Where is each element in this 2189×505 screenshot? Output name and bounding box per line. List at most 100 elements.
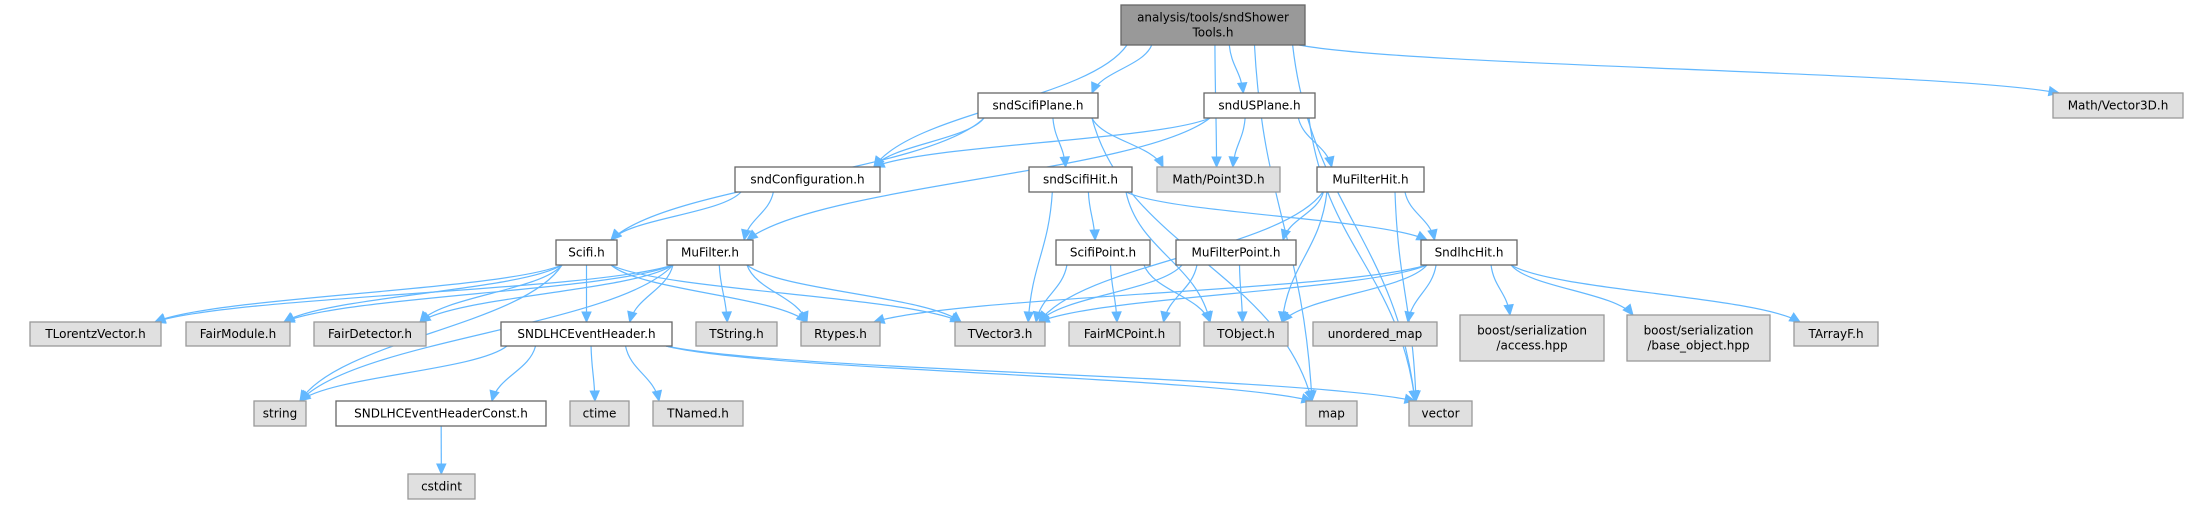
arrowhead-icon xyxy=(1111,311,1122,324)
edge-scifi-to-tlorentzvector xyxy=(153,264,563,323)
edge-line xyxy=(610,264,808,323)
node-sndscifiplane[interactable]: sndScifiPlane.h xyxy=(977,92,1099,119)
edge-sndscifihit-to-tvector3 xyxy=(1023,191,1053,324)
edge-line xyxy=(1281,191,1328,323)
edge-mufilter-to-tvector3 xyxy=(746,264,962,323)
edge-root-to-sndusplane xyxy=(1228,44,1248,95)
edge-line xyxy=(665,345,1416,402)
node-label: map xyxy=(1318,407,1345,421)
edge-sndusplane-to-mufilterhit xyxy=(1297,117,1335,169)
node-label: TArrayF.h xyxy=(1807,327,1863,341)
node-fairmcpoint: FairMCPoint.h xyxy=(1068,321,1181,347)
arrowhead-icon xyxy=(581,311,592,324)
edge-mufilterpoint-to-fairmcpoint xyxy=(1160,264,1198,324)
arrowhead-icon xyxy=(1281,310,1293,323)
edge-line xyxy=(1091,117,1164,168)
node-label: sndScifiHit.h xyxy=(1043,173,1118,187)
node-box xyxy=(500,321,673,347)
node-tstring: TString.h xyxy=(695,321,778,347)
edge-line xyxy=(1125,191,1428,241)
arrowhead-icon xyxy=(1788,312,1802,323)
arrowhead-icon xyxy=(627,310,638,324)
node-scifipoint[interactable]: ScifiPoint.h xyxy=(1055,239,1151,266)
arrowhead-icon xyxy=(1032,310,1044,324)
node-box xyxy=(1316,166,1425,193)
node-box xyxy=(1626,314,1771,362)
node-box xyxy=(1028,166,1133,193)
node-sndlhceventheader[interactable]: SNDLHCEventHeader.h xyxy=(500,321,673,347)
node-box xyxy=(800,321,881,347)
node-mufilter[interactable]: MuFilter.h xyxy=(666,239,754,266)
edge-root-to-sndscifiplane xyxy=(1091,44,1153,95)
node-box xyxy=(695,321,778,347)
edge-sndlhceventheader-to-sndlhceventheaderconst xyxy=(489,345,537,403)
node-box xyxy=(29,321,162,347)
edge-line xyxy=(1027,191,1053,323)
node-box xyxy=(1312,321,1438,347)
node-box xyxy=(652,400,744,427)
node-box xyxy=(666,239,754,266)
arrowhead-icon xyxy=(1059,156,1070,169)
arrowhead-icon xyxy=(949,311,962,323)
node-box xyxy=(569,400,630,427)
node-mufilterpoint[interactable]: MuFilterPoint.h xyxy=(1175,239,1297,266)
arrowhead-icon xyxy=(1211,156,1222,169)
edge-sndlhceventheader-to-map xyxy=(665,345,1314,404)
edge-line xyxy=(154,264,563,323)
node-box xyxy=(185,321,291,347)
node-mufilterhit[interactable]: MuFilterHit.h xyxy=(1316,166,1425,193)
node-map: map xyxy=(1305,400,1358,427)
node-sndlhceventheaderconst[interactable]: SNDLHCEventHeaderConst.h xyxy=(335,400,547,427)
node-box xyxy=(1408,400,1473,427)
edge-sndusplane-to-vector xyxy=(1308,117,1419,403)
edge-sndconfiguration-to-mufilter xyxy=(741,191,774,242)
arrowhead-icon xyxy=(1415,230,1429,241)
node-box xyxy=(954,321,1046,347)
node-label: Rtypes.h xyxy=(814,327,867,341)
node-box xyxy=(2052,92,2184,119)
node-fairmodule: FairModule.h xyxy=(185,321,291,347)
node-label: FairModule.h xyxy=(200,327,276,341)
edge-mufilterpoint-to-tobject xyxy=(1237,264,1248,324)
node-label: string xyxy=(263,407,297,421)
edge-line xyxy=(1125,191,1211,323)
edge-line xyxy=(746,264,962,323)
node-unordered-map: unordered_map xyxy=(1312,321,1438,347)
node-sndlhchit[interactable]: SndlhcHit.h xyxy=(1420,239,1518,266)
arrowhead-icon xyxy=(436,463,447,476)
node-scifi[interactable]: Scifi.h xyxy=(555,239,618,266)
node-label: SndlhcHit.h xyxy=(1435,246,1504,260)
edge-line xyxy=(873,117,985,168)
node-label: TString.h xyxy=(708,327,764,341)
edge-mufilterhit-to-mufilterpoint xyxy=(1280,191,1325,242)
node-tvector3: TVector3.h xyxy=(954,321,1046,347)
edge-sndlhchit-to-tvector3 xyxy=(1037,264,1428,323)
edge-line xyxy=(1298,44,2060,94)
node-box xyxy=(977,92,1099,119)
edge-line xyxy=(283,264,563,323)
edge-sndscifiplane-to-mathpoint3d xyxy=(1091,117,1164,169)
edge-line xyxy=(665,345,1313,402)
node-label: SNDLHCEventHeaderConst.h xyxy=(354,407,528,421)
arrowhead-icon xyxy=(651,389,663,403)
node-box xyxy=(1420,239,1518,266)
node-sndusplane[interactable]: sndUSPlane.h xyxy=(1203,92,1316,119)
edge-sndlhchit-to-tobject xyxy=(1281,264,1428,323)
edge-sndusplane-to-mufilter xyxy=(746,117,1211,241)
node-label: ScifiPoint.h xyxy=(1070,246,1136,260)
arrowhead-icon xyxy=(1023,311,1035,324)
arrowhead-icon xyxy=(741,228,752,242)
node-label: sndScifiPlane.h xyxy=(993,99,1084,113)
node-sndconfiguration[interactable]: sndConfiguration.h xyxy=(734,166,881,193)
edge-line xyxy=(419,264,563,323)
edge-sndscifihit-to-scifipoint xyxy=(1087,191,1100,242)
edge-scifipoint-to-tvector3 xyxy=(1032,264,1068,324)
node-cstdint: cstdint xyxy=(407,473,476,500)
node-mathvector3d: Math/Vector3D.h xyxy=(2052,92,2184,119)
edge-line xyxy=(746,264,808,323)
node-tarrayf: TArrayF.h xyxy=(1793,321,1879,347)
arrowhead-icon xyxy=(1410,390,1421,403)
node-sndscifihit[interactable]: sndScifiHit.h xyxy=(1028,166,1133,193)
